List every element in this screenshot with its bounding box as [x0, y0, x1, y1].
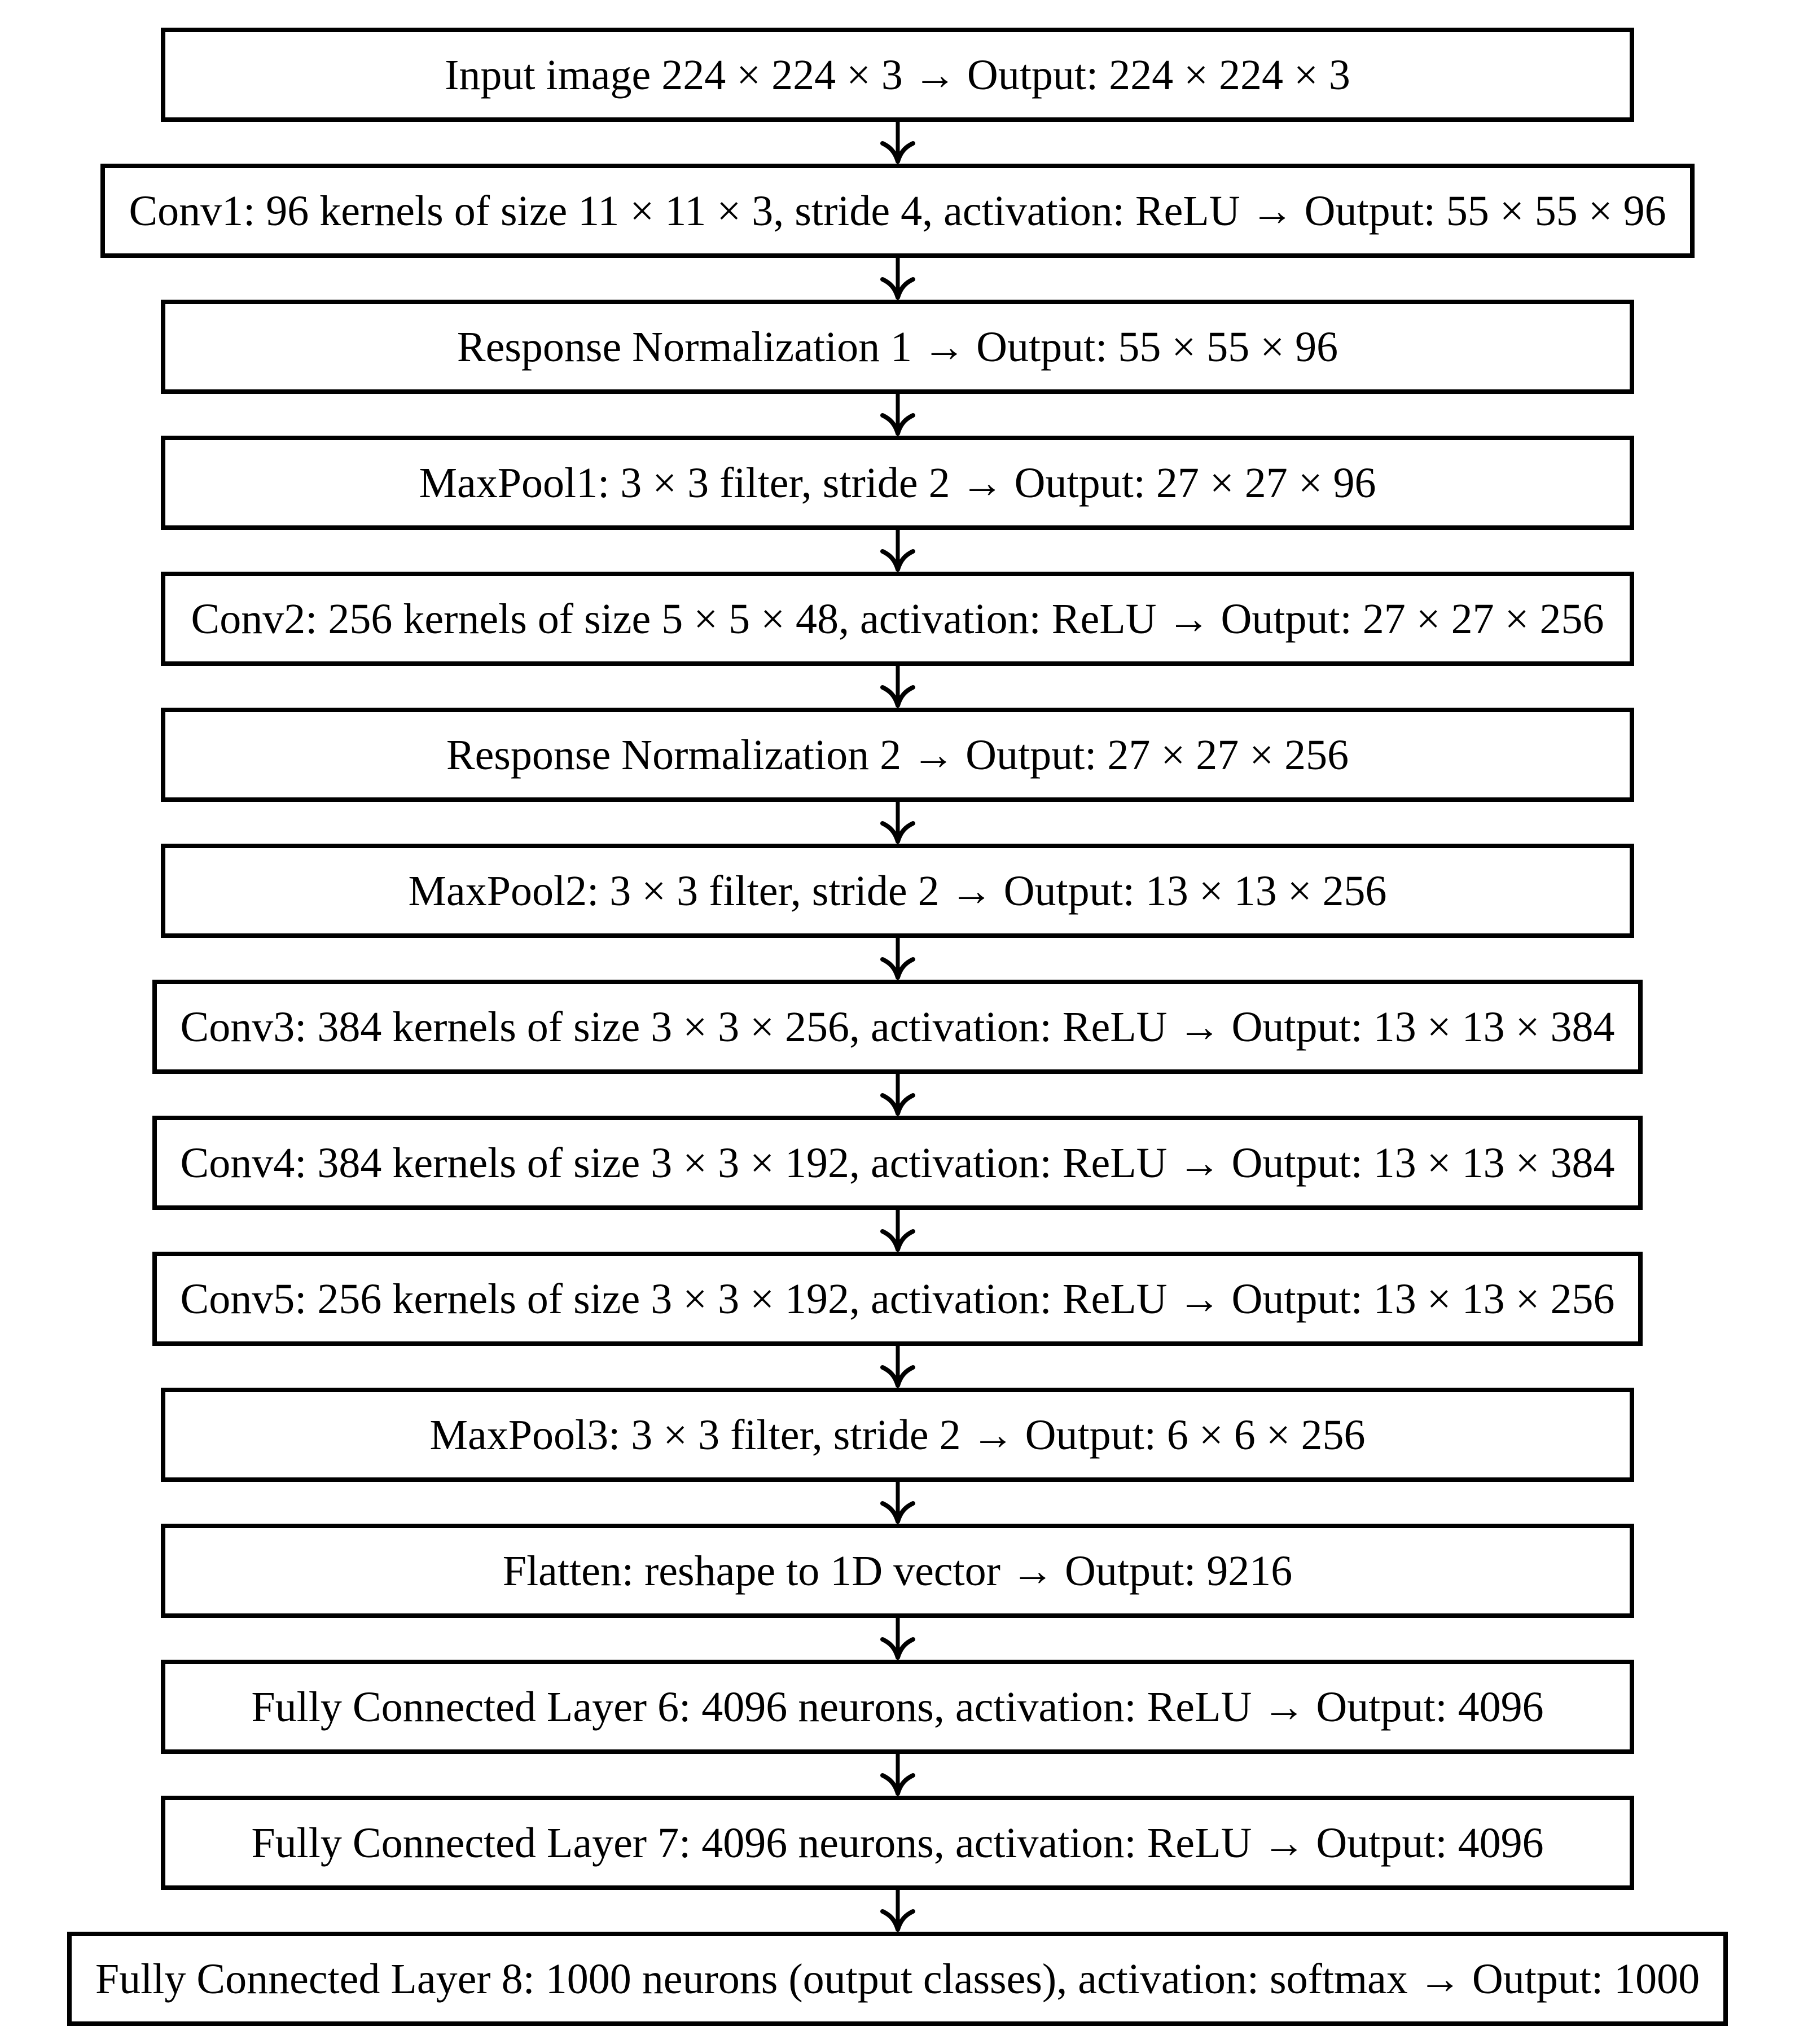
down-arrow-icon: [877, 1482, 918, 1524]
node-input-label: Input image 224 × 224 × 3 → Output: 224 …: [445, 51, 1350, 99]
node-conv2-label: Conv2: 256 kernels of size 5 × 5 × 48, a…: [191, 595, 1604, 643]
node-maxpool2-label: MaxPool2: 3 × 3 filter, stride 2 → Outpu…: [408, 867, 1387, 915]
down-arrow-icon: [877, 530, 918, 572]
node-response-norm2: Response Normalization 2 → Output: 27 × …: [161, 708, 1634, 802]
node-conv5: Conv5: 256 kernels of size 3 × 3 × 192, …: [152, 1252, 1643, 1346]
node-fc8: Fully Connected Layer 8: 1000 neurons (o…: [67, 1932, 1728, 2026]
node-response-norm2-label: Response Normalization 2 → Output: 27 × …: [446, 731, 1349, 779]
down-arrow-icon: [877, 394, 918, 436]
down-arrow-icon: [877, 1754, 918, 1796]
node-conv5-label: Conv5: 256 kernels of size 3 × 3 × 192, …: [180, 1275, 1615, 1323]
down-arrow-icon: [877, 1618, 918, 1660]
node-maxpool3: MaxPool3: 3 × 3 filter, stride 2 → Outpu…: [161, 1388, 1634, 1482]
node-fc6-label: Fully Connected Layer 6: 4096 neurons, a…: [251, 1683, 1544, 1731]
down-arrow-icon: [877, 1890, 918, 1932]
node-fc8-label: Fully Connected Layer 8: 1000 neurons (o…: [95, 1955, 1700, 2003]
node-fc6: Fully Connected Layer 6: 4096 neurons, a…: [161, 1660, 1634, 1754]
down-arrow-icon: [877, 666, 918, 708]
node-flatten-label: Flatten: reshape to 1D vector → Output: …: [502, 1547, 1293, 1595]
node-fc7-label: Fully Connected Layer 7: 4096 neurons, a…: [251, 1819, 1544, 1867]
down-arrow-icon: [877, 258, 918, 300]
node-conv1: Conv1: 96 kernels of size 11 × 11 × 3, s…: [100, 164, 1695, 258]
node-conv3: Conv3: 384 kernels of size 3 × 3 × 256, …: [152, 980, 1643, 1074]
down-arrow-icon: [877, 1210, 918, 1252]
node-maxpool1: MaxPool1: 3 × 3 filter, stride 2 → Outpu…: [161, 436, 1634, 530]
node-maxpool3-label: MaxPool3: 3 × 3 filter, stride 2 → Outpu…: [429, 1411, 1366, 1459]
node-response-norm1: Response Normalization 1 → Output: 55 × …: [161, 300, 1634, 394]
node-input: Input image 224 × 224 × 3 → Output: 224 …: [161, 28, 1634, 122]
node-conv4: Conv4: 384 kernels of size 3 × 3 × 192, …: [152, 1116, 1643, 1210]
node-conv4-label: Conv4: 384 kernels of size 3 × 3 × 192, …: [180, 1139, 1615, 1187]
node-response-norm1-label: Response Normalization 1 → Output: 55 × …: [457, 323, 1338, 371]
down-arrow-icon: [877, 1346, 918, 1388]
node-flatten: Flatten: reshape to 1D vector → Output: …: [161, 1524, 1634, 1618]
down-arrow-icon: [877, 802, 918, 844]
down-arrow-icon: [877, 122, 918, 164]
node-maxpool2: MaxPool2: 3 × 3 filter, stride 2 → Outpu…: [161, 844, 1634, 938]
down-arrow-icon: [877, 1074, 918, 1116]
down-arrow-icon: [877, 938, 918, 980]
node-fc7: Fully Connected Layer 7: 4096 neurons, a…: [161, 1796, 1634, 1890]
node-maxpool1-label: MaxPool1: 3 × 3 filter, stride 2 → Outpu…: [419, 459, 1376, 507]
node-conv1-label: Conv1: 96 kernels of size 11 × 11 × 3, s…: [129, 187, 1666, 235]
node-conv3-label: Conv3: 384 kernels of size 3 × 3 × 256, …: [180, 1003, 1615, 1051]
node-conv2: Conv2: 256 kernels of size 5 × 5 × 48, a…: [161, 572, 1634, 666]
